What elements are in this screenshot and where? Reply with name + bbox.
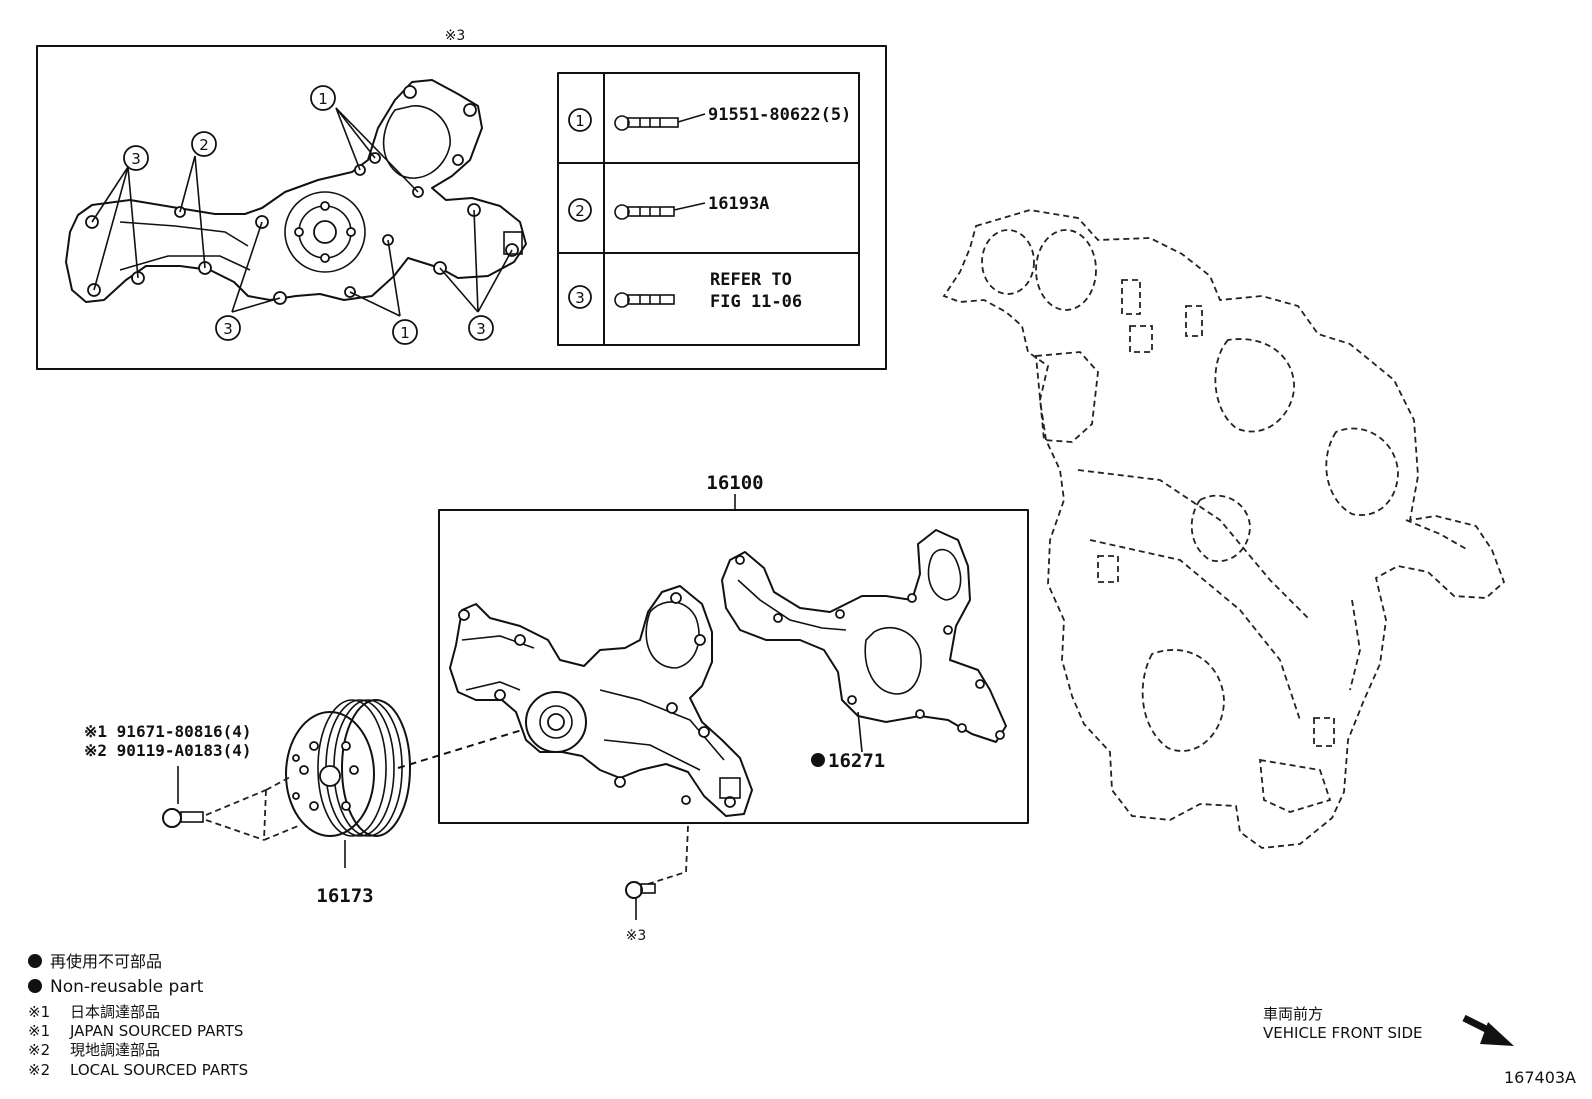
bolt-row-1: 1 91551-80622(5): [568, 105, 851, 132]
inset-note-mark: ※3: [445, 28, 466, 44]
water-pump-gasket: [721, 529, 1007, 753]
pulley-alignment-line: [397, 729, 523, 769]
assy-frame: [438, 509, 1029, 824]
bolt-location-inset: ※3: [36, 28, 887, 370]
callout-3-right: 3: [468, 315, 494, 341]
legend-local-sourced-jp: ※2 現地調達部品: [28, 1041, 160, 1059]
pulley-bolt-part-1: ※1 91671-80816(4): [84, 722, 252, 741]
svg-text:現地調達部品: 現地調達部品: [70, 1041, 160, 1059]
svg-text:※1: ※1: [28, 1003, 50, 1021]
vehicle-front-en: VEHICLE FRONT SIDE: [1263, 1024, 1423, 1042]
bolt-icon: [614, 292, 675, 308]
vehicle-front-jp: 車両前方: [1263, 1005, 1323, 1023]
svg-text:1: 1: [575, 112, 585, 130]
direction-arrow-icon: [1462, 1014, 1514, 1046]
figure-id: 167403A: [1504, 1068, 1576, 1087]
callout-3-bottom: 3: [215, 315, 241, 341]
svg-text:3: 3: [476, 320, 486, 338]
bolt-part-1: 91551-80622(5): [708, 105, 851, 125]
inset-callout-circles: 1 2 3 3 1 3: [123, 85, 494, 345]
callout-1-bottom: 1: [392, 319, 418, 345]
bolt-table: 1 91551-80622(5) 2: [557, 72, 860, 346]
svg-text:2: 2: [575, 202, 585, 220]
non-reusable-bullet-icon: [811, 753, 825, 767]
callout-1-top: 1: [310, 85, 336, 111]
legend-japan-sourced-jp: ※1 日本調達部品: [28, 1003, 160, 1021]
gasket-part-number: 16271: [828, 750, 885, 772]
svg-text:2: 2: [199, 136, 209, 154]
svg-text:3: 3: [223, 320, 233, 338]
callout-3-left: 3: [123, 145, 149, 171]
svg-text:再使用不可部品: 再使用不可部品: [50, 952, 162, 971]
bolt-row-3: 3 REFER TO FIG 11-06: [568, 270, 802, 312]
water-pump-pulley: 16173: [285, 699, 411, 907]
legend: 再使用不可部品 Non-reusable part ※1 日本調達部品 ※1 J…: [28, 952, 248, 1079]
bolt-icon: [614, 202, 706, 220]
legend-nonreusable-jp: 再使用不可部品: [28, 952, 162, 971]
callout-2: 2: [191, 131, 217, 157]
legend-japan-sourced-en: ※1 JAPAN SOURCED PARTS: [28, 1022, 243, 1040]
legend-local-sourced-en: ※2 LOCAL SOURCED PARTS: [28, 1061, 248, 1079]
gasket-callout: 16271: [811, 750, 885, 772]
svg-text:JAPAN SOURCED PARTS: JAPAN SOURCED PARTS: [69, 1022, 243, 1040]
pulley-bolt-part-2: ※2 90119-A0183(4): [84, 741, 252, 760]
svg-text:※2: ※2: [28, 1061, 50, 1079]
bolt-icon: [625, 881, 656, 899]
svg-text:※2: ※2: [28, 1041, 50, 1059]
svg-text:3: 3: [131, 150, 141, 168]
pulley-part-number: 16173: [316, 885, 373, 907]
bolt-icon: [162, 808, 204, 828]
assy-part-number: 16100: [706, 472, 763, 494]
svg-text:1: 1: [400, 324, 410, 342]
non-reusable-bullet-icon: [28, 954, 42, 968]
svg-text:3: 3: [575, 289, 585, 307]
svg-text:LOCAL SOURCED PARTS: LOCAL SOURCED PARTS: [70, 1061, 248, 1079]
svg-text:Non-reusable part: Non-reusable part: [50, 977, 204, 997]
pump-lower-bolt: ※3: [625, 825, 689, 944]
lower-bolt-note-mark: ※3: [626, 928, 647, 944]
inset-frame: [36, 45, 887, 370]
pulley-bolt: ※1 91671-80816(4) ※2 90119-A0183(4): [84, 722, 299, 841]
bolt-part-3-line2: FIG 11-06: [710, 292, 802, 312]
bolt-part-2: 16193A: [708, 194, 769, 214]
bolt-icon: [614, 113, 706, 131]
inset-leader-lines: [91, 107, 513, 317]
svg-text:※1: ※1: [28, 1022, 50, 1040]
water-pump-body: [449, 585, 753, 817]
svg-text:1: 1: [318, 90, 328, 108]
water-pump-assembly: 16100: [438, 472, 1029, 824]
bolt-row-2: 2 16193A: [568, 194, 769, 222]
inset-pump-outline: [65, 79, 527, 305]
non-reusable-bullet-icon: [28, 979, 42, 993]
legend-nonreusable-en: Non-reusable part: [28, 977, 204, 997]
bolt-part-3-line1: REFER TO: [710, 270, 792, 290]
timing-chain-cover-reference: [942, 209, 1506, 849]
vehicle-front-indicator: 車両前方 VEHICLE FRONT SIDE: [1263, 1005, 1514, 1046]
svg-text:日本調達部品: 日本調達部品: [70, 1003, 160, 1021]
